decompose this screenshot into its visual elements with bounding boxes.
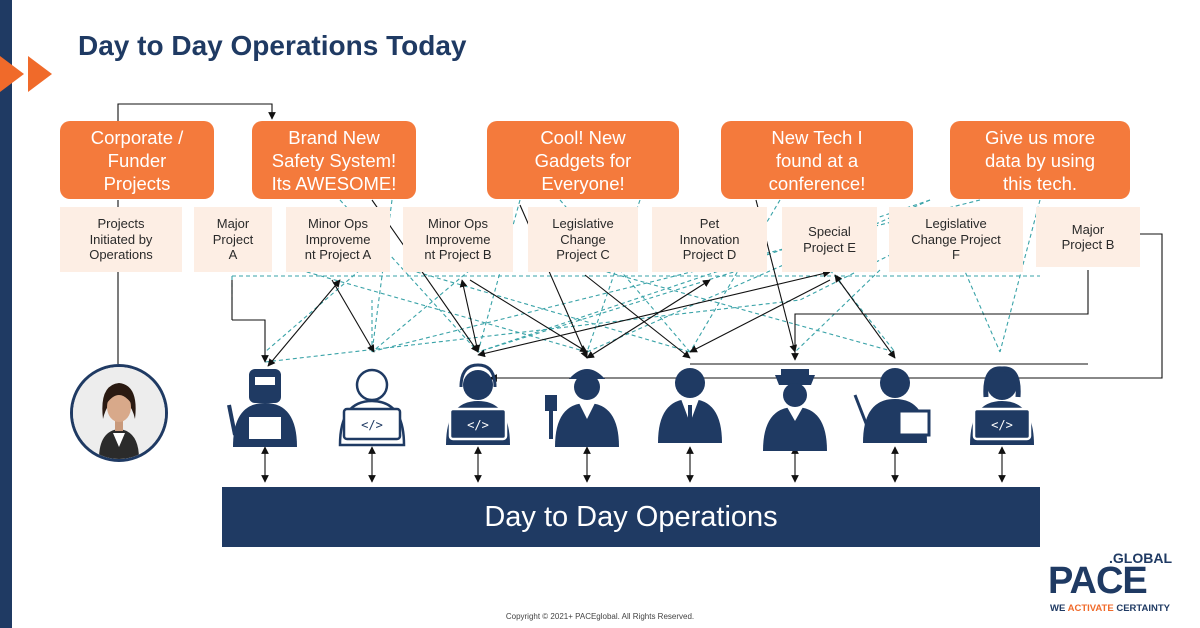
svg-text:</>: </> (361, 418, 383, 432)
engineer-icon (545, 369, 619, 447)
project-major-a: Major Project A (194, 207, 272, 272)
dev-to-special-e (478, 272, 830, 355)
source-safety-system: Brand New Safety System! Its AWESOME! (252, 121, 416, 199)
dashed-link (478, 270, 740, 352)
major-a-to-welder (232, 320, 265, 362)
source-new-gadgets: Cool! New Gadgets for Everyone! (487, 121, 679, 199)
project-legislative-f: Legislative Change Project F (889, 207, 1023, 272)
project-initiated-by-operations: Projects Initiated by Operations (60, 207, 182, 272)
dashed-link (600, 270, 895, 352)
day-to-day-operations-bar: Day to Day Operations (222, 487, 1040, 547)
logo-name: PACE (1048, 560, 1147, 603)
project-minor-ops-b: Minor Ops Improveme nt Project B (403, 207, 513, 272)
dashed-link (265, 270, 360, 352)
dashed-link (960, 260, 1000, 352)
developer-headset-icon: </> (446, 365, 510, 445)
source-new-tech: New Tech I found at a conference! (721, 121, 913, 199)
project-pet-innovation-d: Pet Innovation Project D (652, 207, 767, 272)
dashed-link (410, 270, 690, 352)
project-legislative-c: Legislative Change Project C (528, 207, 638, 272)
developer-female-icon: </> (970, 369, 1034, 445)
corporate-to-safety-connector (118, 104, 272, 121)
presenter-avatar (70, 364, 168, 462)
svg-text:</>: </> (467, 418, 489, 432)
project-special-e: Special Project E (782, 207, 877, 272)
source-corporate-funder: Corporate / Funder Projects (60, 121, 214, 199)
project-minor-ops-a: Minor Ops Improveme nt Project A (286, 207, 390, 272)
pace-global-logo: .GLOBAL PACE WE ACTIVATE CERTAINTY (1046, 548, 1186, 618)
svg-text:</>: </> (991, 418, 1013, 432)
major-b-to-police (795, 270, 1088, 360)
minor-a-to-welder (268, 280, 340, 366)
dashed-link (795, 270, 880, 352)
teacher-icon (855, 368, 929, 443)
police-officer-icon (763, 369, 827, 451)
special-e-to-teacher (835, 275, 895, 358)
source-more-data: Give us more data by using this tech. (950, 121, 1130, 199)
manager-icon (658, 368, 722, 443)
project-major-b: Major Project B (1036, 207, 1140, 267)
copyright-text: Copyright © 2021+ PACEglobal. All Rights… (0, 612, 1200, 621)
minor-a-to-dev (332, 280, 374, 352)
developer-outline-icon: </> (340, 370, 404, 445)
welder-icon (229, 369, 297, 447)
